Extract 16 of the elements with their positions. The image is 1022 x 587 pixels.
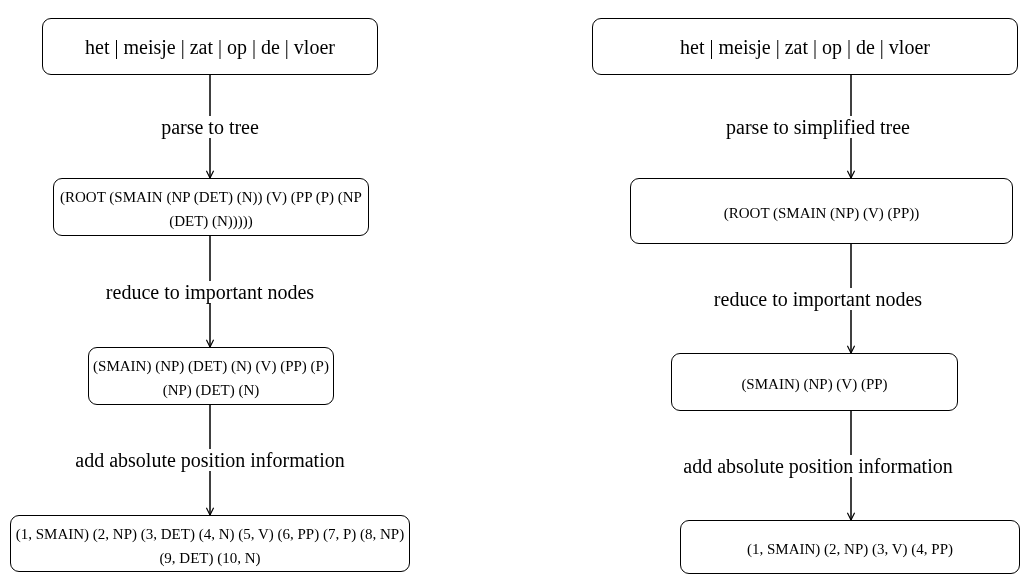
box-text: (1, SMAIN) (2, NP) (3, V) (4, PP) xyxy=(746,535,954,559)
edge-label: parse to tree xyxy=(158,115,262,138)
process-box xyxy=(671,353,958,411)
box-text: het | meisje | zat | op | de | vloer xyxy=(84,34,336,59)
box-text: het | meisje | zat | op | de | vloer xyxy=(679,34,931,59)
process-box xyxy=(592,18,1018,75)
box-text: (SMAIN) (NP) (DET) (N) (V) (PP) (P) (NP) (DET) (N) xyxy=(92,352,330,400)
box-text: (ROOT (SMAIN (NP (DET) (N)) (V) (PP (P) (NP (DET) (N))))) xyxy=(59,183,363,231)
edge-label: parse to simplified tree xyxy=(723,115,913,138)
box-text: (SMAIN) (NP) (V) (PP) xyxy=(740,370,889,394)
process-box xyxy=(53,178,369,236)
process-box xyxy=(680,520,1020,574)
box-text: (1, SMAIN) (2, NP) (3, DET) (4, N) (5, V) (6, PP) (7, P) (8, NP) (9, DET) (10, N) xyxy=(14,519,406,568)
process-box xyxy=(42,18,378,75)
box-text: (ROOT (SMAIN (NP) (V) (PP)) xyxy=(722,199,921,223)
process-box xyxy=(630,178,1013,244)
